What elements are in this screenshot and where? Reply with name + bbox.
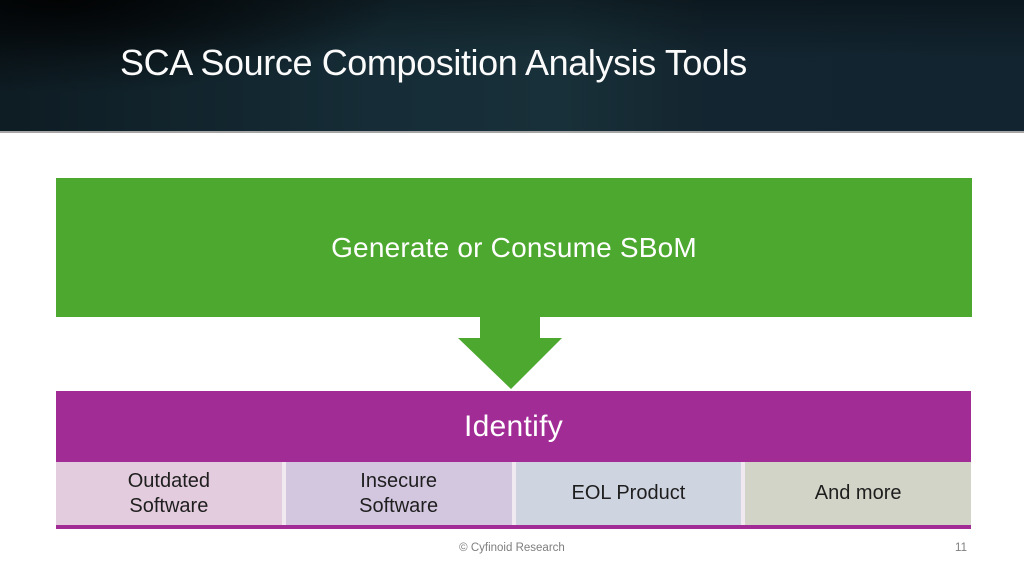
category-eol-product: EOL Product — [515, 462, 742, 525]
identify-label-band: Identify — [56, 391, 971, 462]
category-insecure-software: Insecure Software — [285, 462, 512, 525]
down-arrow-icon — [455, 317, 565, 390]
category-and-more: And more — [745, 462, 971, 525]
category-outdated-software: Outdated Software — [56, 462, 282, 525]
generate-consume-sbom-label: Generate or Consume SBoM — [331, 231, 697, 263]
identify-label: Identify — [463, 409, 564, 443]
identify-box: Identify Outdated Software Insecure Soft… — [56, 391, 971, 529]
footer-page-number: 11 — [955, 542, 967, 554]
category-row: Outdated Software Insecure Software EOL … — [56, 462, 971, 525]
generate-consume-sbom-box: Generate or Consume SBoM — [56, 178, 972, 317]
slide-header: SCA Source Composition Analysis Tools — [0, 0, 1024, 133]
down-arrow-shape — [458, 317, 562, 389]
footer-copyright: © Cyfinoid Research — [459, 542, 565, 554]
slide-title: SCA Source Composition Analysis Tools — [120, 42, 747, 83]
